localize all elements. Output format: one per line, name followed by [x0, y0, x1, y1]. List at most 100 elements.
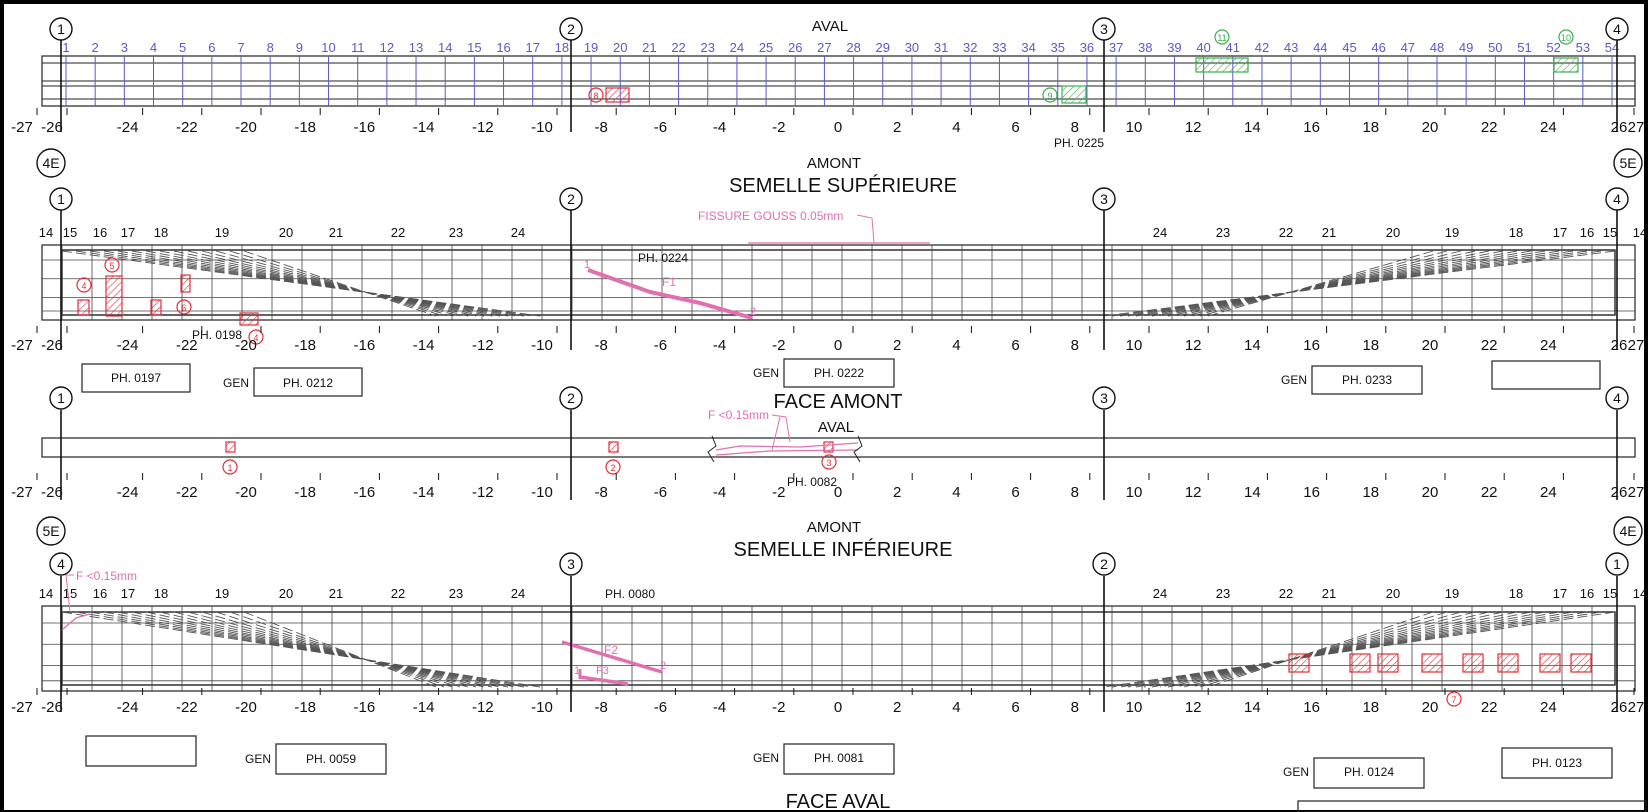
dim-label-2-10: -8: [595, 484, 608, 501]
dim-label-3-26: 24: [1540, 699, 1557, 716]
dim-label-1-27: 26: [1611, 337, 1628, 354]
stiffener-number-53: 53: [1576, 40, 1590, 55]
upper-diagL-4: [117, 250, 509, 317]
dim-label-2-24: 20: [1422, 484, 1439, 501]
semelle-superieure-title: SEMELLE SUPÉRIEURE: [729, 174, 957, 197]
lower-diagR-5: [1143, 611, 1546, 688]
dim-label-0-22: 16: [1303, 119, 1320, 136]
stiffener-number-43: 43: [1284, 40, 1298, 55]
lower-diagR-8: [1167, 611, 1504, 688]
upper-num-left-5: 19: [215, 225, 229, 240]
dim-label-2-0: -27: [11, 484, 33, 501]
svg-text:6: 6: [181, 303, 186, 313]
dim-label-3-5: -18: [294, 699, 316, 716]
gen-label-1: GEN: [223, 376, 249, 390]
dim-label-1-24: 20: [1422, 337, 1439, 354]
axis-marker-r2-1-label: 2: [567, 390, 575, 406]
photo-box-ph0212: [253, 367, 363, 397]
stiffener-number-27: 27: [817, 40, 831, 55]
svg-text:5: 5: [109, 261, 114, 271]
stiffener-number-2: 2: [92, 40, 99, 55]
dim-label-0-23: 18: [1362, 119, 1379, 136]
photo-box-ph0081-label: PH. 0081: [814, 751, 864, 765]
lower-diagL-2: [89, 611, 525, 688]
lower-flange-grid: [42, 606, 1635, 691]
photo-box-ph0233: [1311, 365, 1423, 395]
svg-text:10: 10: [1561, 33, 1571, 43]
stiffener-number-15: 15: [467, 40, 481, 55]
stiffener-number-22: 22: [671, 40, 685, 55]
upper-diagL-7: [159, 250, 485, 317]
upper-diagR-9: [1175, 250, 1490, 317]
lower-diagR-4: [1135, 611, 1560, 688]
lower-diagL-9: [187, 611, 469, 688]
dim-label-1-9: -10: [531, 337, 553, 354]
svg-text:8: 8: [593, 91, 598, 101]
defect-zone-upper-a: [77, 299, 90, 316]
stiffener-number-41: 41: [1226, 40, 1240, 55]
dim-label-2-7: -14: [413, 484, 435, 501]
amont-label-1: AMONT: [807, 155, 861, 172]
dim-label-0-21: 14: [1244, 119, 1261, 136]
upper-diagL-5: [131, 250, 501, 317]
axis-marker-4e-top-label: 4E: [42, 155, 59, 171]
dim-label-3-18: 8: [1071, 699, 1079, 716]
stiffener-number-18: 18: [555, 40, 569, 55]
lower-num-left-7: 21: [329, 586, 343, 601]
upper-diagL-10: [201, 250, 461, 317]
crack-web-leader: [771, 414, 791, 443]
dim-label-3-23: 18: [1362, 699, 1379, 716]
crack-flange-leader: [65, 574, 74, 613]
stiffener-number-48: 48: [1430, 40, 1444, 55]
dim-label-3-27: 26: [1611, 699, 1628, 716]
defect-zone-lower-6: [1539, 653, 1561, 673]
axis-marker-r1-2-label: 3: [1100, 191, 1108, 207]
axis-marker-r2-2: [1092, 386, 1116, 410]
axis-marker-r0-0-label: 1: [57, 21, 65, 37]
dim-label-1-0: -27: [11, 337, 33, 354]
stiffener-number-37: 37: [1109, 40, 1123, 55]
dim-label-2-18: 8: [1071, 484, 1079, 501]
stiffener-number-6: 6: [208, 40, 215, 55]
axis-marker-4e-bottom: [1613, 516, 1643, 546]
lower-diagR-0: [1103, 611, 1616, 688]
dim-label-2-21: 14: [1244, 484, 1261, 501]
axis-marker-r0-3-label: 4: [1613, 21, 1621, 37]
crack-f1-end2: 2: [750, 306, 756, 318]
defect-zone-lower-7: [1570, 653, 1592, 673]
lower-num-right-8: 16: [1580, 586, 1594, 601]
fissure-gouss-leader: [856, 214, 875, 244]
aval-label-top: AVAL: [812, 18, 848, 35]
stiffener-number-51: 51: [1517, 40, 1531, 55]
axis-marker-r3-1-label: 3: [567, 556, 575, 572]
dim-label-1-16: 4: [952, 337, 960, 354]
axis-marker-5e-top: [1613, 148, 1643, 178]
lower-flange-outline: [41, 605, 1636, 692]
dim-label-2-5: -18: [294, 484, 316, 501]
upper-num-left-4: 18: [154, 225, 168, 240]
dim-label-0-11: -6: [654, 119, 667, 136]
svg-text:1: 1: [227, 463, 232, 473]
dim-label-2-12: -4: [713, 484, 726, 501]
axis-marker-r3-0: [49, 552, 73, 576]
repair-zone-9: [1061, 85, 1087, 104]
web-band: 1 2 3 F <0.15mm AVAL PH. 0082: [41, 408, 1636, 489]
crack-f1-end1: 1: [584, 259, 590, 271]
dim-label-0-0: -27: [11, 119, 33, 136]
photo-box-ph0222-label: PH. 0222: [814, 366, 864, 380]
upper-num-right-5: 19: [1445, 225, 1459, 240]
svg-text:11: 11: [1217, 33, 1226, 43]
upper-diagR-13: [1207, 250, 1434, 317]
photo-box-empty-2: [85, 735, 197, 767]
stiffener-number-33: 33: [992, 40, 1006, 55]
marker-6-upper: 6: [176, 299, 192, 315]
dim-label-2-22: 16: [1303, 484, 1320, 501]
axis-marker-r0-1-label: 2: [567, 21, 575, 37]
svg-text:4: 4: [253, 333, 258, 343]
dim-label-3-14: 0: [834, 699, 842, 716]
dim-label-0-18: 8: [1071, 119, 1079, 136]
upper-num-right-2: 22: [1279, 225, 1293, 240]
dim-label-1-5: -18: [294, 337, 316, 354]
stiffener-number-36: 36: [1080, 40, 1094, 55]
